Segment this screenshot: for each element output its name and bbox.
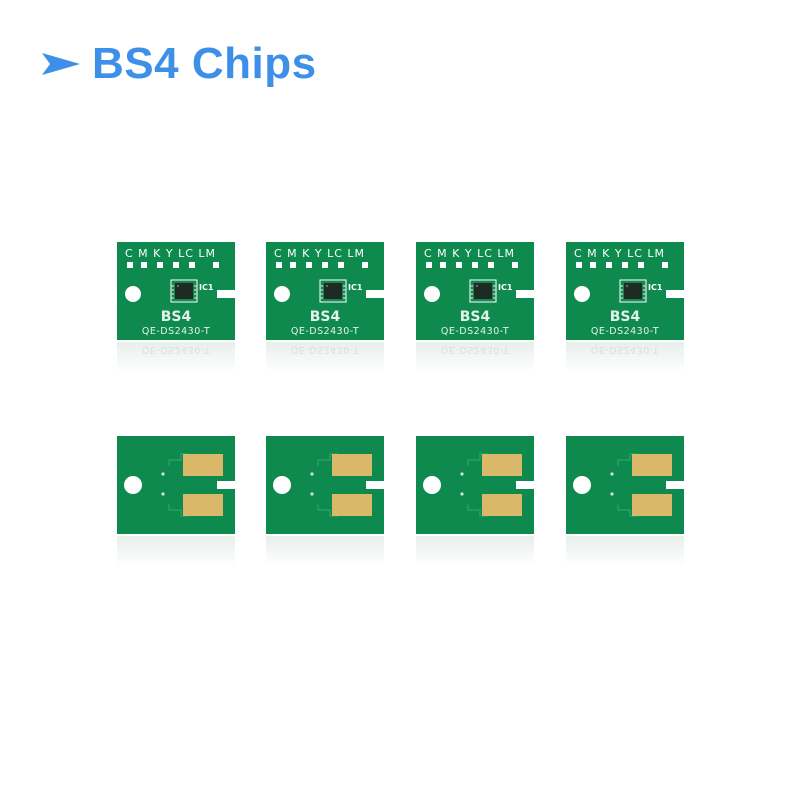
chip-back-board (423, 453, 534, 517)
chip-ic-label: IC1 (648, 283, 663, 292)
title-text: BS4 Chips (92, 39, 317, 88)
chip-back-board (273, 453, 384, 517)
chip-reflection (416, 536, 534, 566)
chip-back-board (573, 453, 684, 517)
chip-back-1 (117, 436, 235, 566)
chip-part-number: QE-DS2430-T (590, 326, 660, 337)
chip-color-labels: C M K Y LC LM (574, 247, 666, 260)
chip-back-4 (566, 436, 684, 566)
chip-part-number: QE-DS2430-T (290, 326, 360, 337)
chip-model: BS4 (459, 309, 491, 325)
chip-reflection (566, 342, 684, 372)
chip-color-labels: C M K Y LC LM (424, 247, 516, 260)
chip-reflection (266, 342, 384, 372)
chip-back-2 (266, 436, 384, 566)
chip-model: BS4 (309, 309, 341, 325)
chip-color-labels: C M K Y LC LM (274, 247, 366, 260)
chip-model: BS4 (609, 309, 641, 325)
chip-back-board (124, 453, 235, 517)
chip-ic-label: IC1 (199, 283, 214, 292)
chip-front-board (574, 262, 684, 303)
chip-front-4: C M K Y LC LM IC1 BS4 QE-DS2430-T QE-DS2… (566, 242, 684, 372)
arrow-right-icon (42, 53, 80, 75)
chip-part-number: QE-DS2430-T (141, 326, 211, 337)
chip-reflection (416, 342, 534, 372)
chip-front-1: C M K Y LC LM IC1 BS4 QE-DS2430-T QE-DS2… (117, 242, 235, 372)
chip-front-3: C M K Y LC LM IC1 BS4 QE-DS2430-T QE-DS2… (416, 242, 534, 372)
chip-reflection (266, 536, 384, 566)
chip-ic-label: IC1 (498, 283, 513, 292)
chip-reflection (117, 536, 235, 566)
chip-part-number: QE-DS2430-T (440, 326, 510, 337)
chip-front-board (424, 262, 534, 303)
chip-color-labels: C M K Y LC LM (125, 247, 217, 260)
chip-reflection (566, 536, 684, 566)
chip-reflection (117, 342, 235, 372)
chip-model: BS4 (160, 309, 192, 325)
chip-front-board (274, 262, 384, 303)
chip-front-2: C M K Y LC LM IC1 BS4 QE-DS2430-T QE-DS2… (266, 242, 384, 372)
chip-front-board (125, 262, 235, 303)
chip-ic-label: IC1 (348, 283, 363, 292)
page-title: BS4 Chips (40, 36, 317, 92)
chip-back-3 (416, 436, 534, 566)
